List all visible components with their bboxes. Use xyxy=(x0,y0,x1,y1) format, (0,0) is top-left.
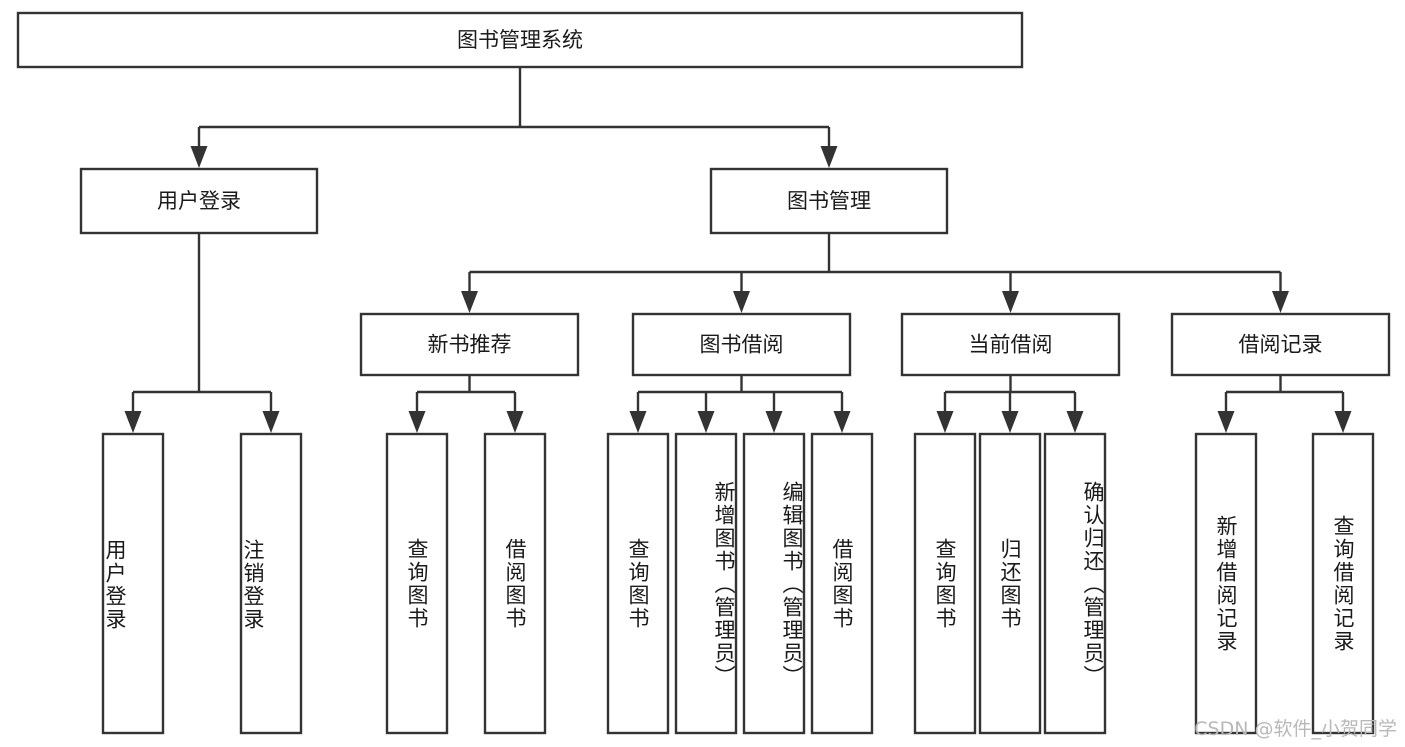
node-box-bo-lend[interactable] xyxy=(810,432,874,735)
arrowhead-borrow xyxy=(733,291,750,313)
arrowhead-cu-confirm xyxy=(1066,411,1084,433)
node-newbook[interactable]: 新书推荐 xyxy=(359,312,580,377)
node-current[interactable]: 当前借阅 xyxy=(900,312,1121,377)
node-label-root: 图书管理系统 xyxy=(457,28,583,52)
arrowhead-cu-query xyxy=(936,411,954,433)
node-box-cu-confirm[interactable] xyxy=(1043,432,1107,735)
node-box-login[interactable] xyxy=(79,167,319,235)
node-box-newbook[interactable] xyxy=(359,312,580,377)
watermark-text: CSDN @软件_小贺同学 xyxy=(1194,718,1397,740)
node-box-userlogin[interactable] xyxy=(101,432,165,735)
arrowhead-newbook xyxy=(461,291,478,313)
arrowhead-bookmgr xyxy=(820,146,838,168)
node-label-login: 用户登录 xyxy=(157,189,241,213)
arrowhead-records xyxy=(1272,291,1289,313)
node-login[interactable]: 用户登录 xyxy=(79,167,319,235)
node-label-borrow: 图书借阅 xyxy=(700,333,784,357)
node-nb-borrow[interactable] xyxy=(483,432,547,735)
node-root[interactable]: 图书管理系统 xyxy=(16,11,1024,69)
node-box-records[interactable] xyxy=(1170,312,1391,377)
node-re-add[interactable] xyxy=(1194,432,1258,735)
arrowhead-userlogin xyxy=(124,411,142,433)
node-bo-add[interactable] xyxy=(674,432,738,735)
node-box-nb-borrow[interactable] xyxy=(483,432,547,735)
node-label-records: 借阅记录 xyxy=(1239,333,1323,357)
arrowhead-re-query xyxy=(1334,411,1352,433)
edge-group-records xyxy=(1217,375,1352,433)
node-records[interactable]: 借阅记录 xyxy=(1170,312,1391,377)
node-label-bookmgr: 图书管理 xyxy=(787,189,871,213)
node-box-bo-add[interactable] xyxy=(674,432,738,735)
node-borrow[interactable]: 图书借阅 xyxy=(631,312,852,377)
node-bo-lend[interactable] xyxy=(810,432,874,735)
node-logout[interactable] xyxy=(239,432,303,735)
arrowhead-login xyxy=(190,146,208,168)
node-box-current[interactable] xyxy=(900,312,1121,377)
node-nb-query[interactable] xyxy=(385,432,449,735)
node-bookmgr[interactable]: 图书管理 xyxy=(709,167,949,235)
arrowhead-bo-add xyxy=(697,411,715,433)
edges-layer xyxy=(124,67,1352,433)
node-cu-query[interactable] xyxy=(913,432,977,735)
arrowhead-cu-return xyxy=(1001,411,1019,433)
edge-group-root xyxy=(190,67,838,168)
node-label-newbook: 新书推荐 xyxy=(428,333,512,357)
node-box-re-add[interactable] xyxy=(1194,432,1258,735)
node-box-bookmgr[interactable] xyxy=(709,167,949,235)
node-box-logout[interactable] xyxy=(239,432,303,735)
node-box-borrow[interactable] xyxy=(631,312,852,377)
node-bo-query[interactable] xyxy=(606,432,670,735)
node-box-nb-query[interactable] xyxy=(385,432,449,735)
node-userlogin[interactable] xyxy=(101,432,165,735)
node-box-root[interactable] xyxy=(16,11,1024,69)
arrowhead-nb-query xyxy=(408,411,426,433)
edge-group-bookmgr xyxy=(461,233,1289,313)
arrowhead-re-add xyxy=(1217,411,1235,433)
node-cu-return[interactable] xyxy=(978,432,1042,735)
node-box-re-query[interactable] xyxy=(1311,432,1375,735)
arrowhead-bo-query xyxy=(629,411,647,433)
node-box-cu-query[interactable] xyxy=(913,432,977,735)
edge-group-login xyxy=(124,233,280,433)
node-box-bo-edit[interactable] xyxy=(742,432,806,735)
arrowhead-nb-borrow xyxy=(506,411,524,433)
node-cu-confirm[interactable] xyxy=(1043,432,1107,735)
edge-group-borrow xyxy=(629,375,851,433)
edge-group-current xyxy=(936,375,1084,433)
arrowhead-logout xyxy=(262,411,280,433)
arrowhead-bo-lend xyxy=(833,411,851,433)
node-re-query[interactable] xyxy=(1311,432,1375,735)
arrowhead-current xyxy=(1002,291,1019,313)
node-label-current: 当前借阅 xyxy=(969,333,1053,357)
node-box-bo-query[interactable] xyxy=(606,432,670,735)
node-box-cu-return[interactable] xyxy=(978,432,1042,735)
node-bo-edit[interactable] xyxy=(742,432,806,735)
arrowhead-bo-edit xyxy=(765,411,783,433)
edge-group-newbook xyxy=(408,375,524,433)
